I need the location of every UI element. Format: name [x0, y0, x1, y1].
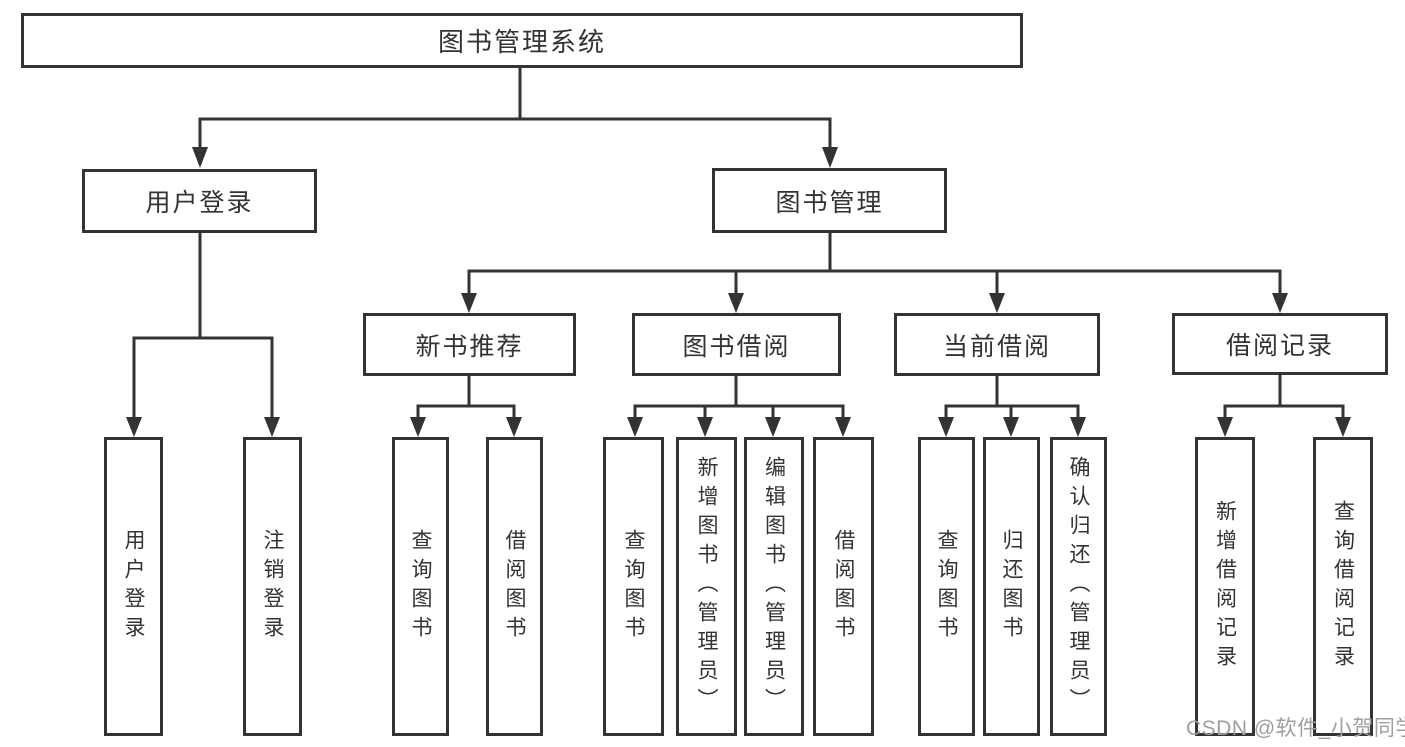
node-system: 图书管理系统 — [21, 13, 1023, 68]
node-current-borrowing: 当前借阅 — [894, 313, 1100, 376]
leaf-query-books-recommend: 查询图书 — [392, 437, 449, 736]
csdn-watermark: CSDN @软件_小贺同学 — [1186, 717, 1405, 740]
leaf-borrow-books-recommend: 借阅图书 — [486, 437, 543, 736]
leaf-edit-book-admin-label: 编辑图书（管理员） — [762, 456, 786, 717]
leaf-return-books: 归还图书 — [983, 437, 1040, 736]
leaf-add-borrow-record: 新增借阅记录 — [1195, 437, 1255, 736]
leaf-query-books-current: 查询图书 — [918, 437, 975, 736]
leaf-return-books-label: 归还图书 — [1000, 528, 1023, 645]
node-new-book-recommend-label: 新书推荐 — [415, 332, 524, 361]
node-user-login: 用户登录 — [82, 169, 317, 233]
leaf-user-login: 用户登录 — [104, 437, 163, 736]
leaf-query-books-borrow: 查询图书 — [603, 437, 664, 736]
leaf-query-borrow-record: 查询借阅记录 — [1313, 437, 1373, 736]
node-book-management: 图书管理 — [712, 168, 947, 233]
leaf-borrow-books-recommend-label: 借阅图书 — [503, 528, 526, 645]
leaf-confirm-return-admin: 确认归还（管理员） — [1050, 437, 1107, 736]
leaf-query-borrow-record-label: 查询借阅记录 — [1331, 499, 1355, 674]
leaf-edit-book-admin: 编辑图书（管理员） — [744, 437, 804, 736]
leaf-query-books-current-label: 查询图书 — [935, 528, 958, 645]
leaf-logout: 注销登录 — [243, 437, 302, 736]
leaf-logout-label: 注销登录 — [261, 528, 284, 645]
node-book-borrowing-label: 图书借阅 — [682, 332, 791, 361]
leaf-query-books-recommend-label: 查询图书 — [409, 528, 432, 645]
node-user-login-label: 用户登录 — [145, 189, 254, 217]
node-book-borrowing: 图书借阅 — [632, 313, 841, 376]
node-current-borrowing-label: 当前借阅 — [942, 332, 1051, 361]
leaf-add-borrow-record-label: 新增借阅记录 — [1213, 499, 1237, 674]
leaf-add-book-admin-label: 新增图书（管理员） — [695, 456, 718, 717]
node-book-management-label: 图书管理 — [775, 188, 884, 217]
leaf-confirm-return-admin-label: 确认归还（管理员） — [1067, 456, 1090, 717]
node-new-book-recommend: 新书推荐 — [363, 313, 576, 376]
leaf-borrow-books: 借阅图书 — [813, 437, 874, 736]
leaf-user-login-label: 用户登录 — [122, 528, 145, 645]
leaf-add-book-admin: 新增图书（管理员） — [676, 437, 737, 736]
leaf-borrow-books-label: 借阅图书 — [832, 528, 855, 645]
node-borrowing-records-label: 借阅记录 — [1225, 332, 1334, 360]
node-system-label: 图书管理系统 — [437, 27, 606, 57]
leaf-query-books-borrow-label: 查询图书 — [622, 528, 645, 645]
node-borrowing-records: 借阅记录 — [1172, 313, 1388, 375]
